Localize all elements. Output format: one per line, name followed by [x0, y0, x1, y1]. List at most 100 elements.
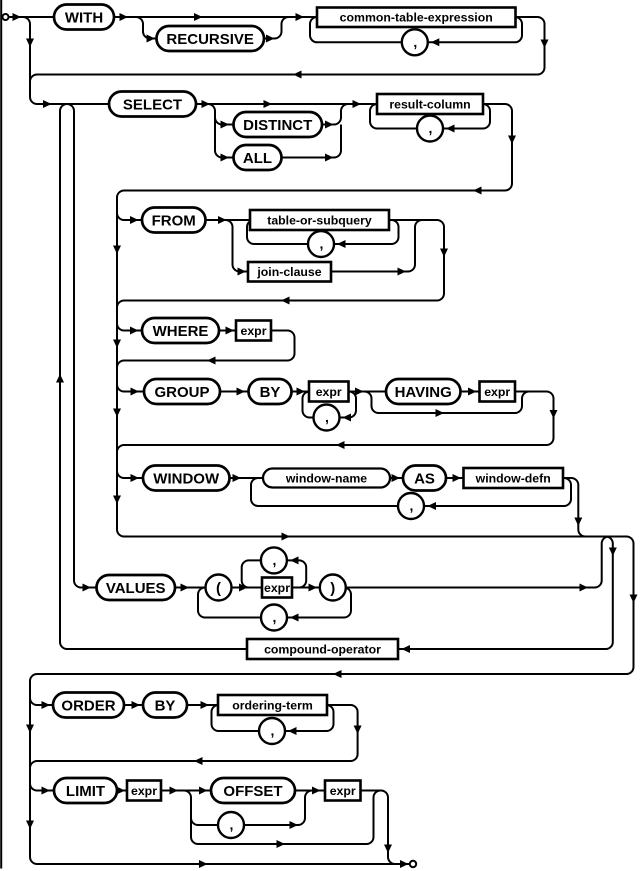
arrow-icon: [293, 70, 302, 79]
nonterminal-expr-where-label: expr: [241, 324, 267, 338]
arrow-icon: [629, 594, 638, 603]
terminal-by2-label: BY: [155, 697, 176, 714]
arrow-icon: [290, 613, 299, 622]
nonterminal-join-clause-label: join-clause: [256, 265, 321, 279]
arrow-icon: [41, 786, 50, 795]
arrow-icon: [574, 517, 583, 526]
arrow-icon: [401, 645, 410, 653]
arrow-icon: [608, 547, 617, 556]
arrow-icon: [26, 38, 34, 47]
nonterminal-expr-values-label: expr: [264, 581, 290, 595]
terminal-as: [401, 464, 448, 492]
rail-window-exit: [563, 477, 586, 538]
terminal-from-label: FROM: [152, 212, 196, 229]
arrow-icon: [281, 532, 290, 541]
rail-join-merge: [331, 219, 423, 273]
arrow-icon: [353, 725, 362, 734]
comma-circle-result: [415, 114, 445, 143]
terminal-with: [52, 3, 116, 31]
arrow-icon: [113, 408, 121, 417]
nonterminal-expr-limit-label: expr: [131, 784, 157, 798]
terminal-offset-label: OFFSET: [223, 783, 282, 800]
terminal-group-label: GROUP: [154, 384, 209, 401]
literal-circles: , , , , , , , , , ( ): [204, 28, 445, 840]
nonterminal-compound-operator: [245, 637, 400, 661]
arrow-icon: [263, 100, 272, 108]
rail-having-bypass: [364, 390, 530, 414]
terminal-recursive: [155, 24, 266, 53]
terminal-order-label: ORDER: [61, 697, 115, 714]
arrow-icon: [430, 38, 440, 47]
rail-order-branch: [29, 697, 53, 706]
nonterminal-window-name: [261, 467, 392, 489]
arrow-icon: [113, 245, 121, 254]
rparen-label: ): [330, 580, 335, 597]
rail-limit-comma-alt: [183, 789, 313, 826]
arrow-icon: [452, 474, 461, 482]
terminal-values: [95, 573, 177, 602]
comma-ordering-label: ,: [271, 723, 275, 739]
arrow-icon: [232, 474, 241, 482]
nonterminal-ordering-term-label: ordering-term: [232, 698, 313, 712]
arrow-icon: [201, 100, 210, 108]
rail-all-merge: [281, 124, 342, 159]
nonterminal-expr-group-label: expr: [316, 385, 342, 399]
terminal-order: [51, 691, 126, 719]
terminal-from: [140, 206, 207, 234]
arrow-icon: [56, 374, 64, 383]
arrow-icon: [43, 100, 52, 108]
arrow-icon: [288, 727, 297, 735]
arrow-icon: [180, 583, 189, 592]
terminal-select-label: SELECT: [123, 96, 182, 113]
rail-limit-bypass: [190, 789, 381, 845]
arrow-icon: [446, 124, 455, 133]
arrow-icon: [473, 186, 482, 195]
terminal-having-label: HAVING: [395, 384, 452, 401]
rparen-circle: [318, 573, 347, 602]
terminal-recursive-label: RECURSIVE: [166, 31, 254, 48]
arrow-icon: [508, 135, 516, 144]
arrow-icon: [199, 860, 208, 868]
arrow-icon: [236, 387, 245, 396]
nonterminal-expr-group: [307, 380, 350, 403]
nonterminal-expr-values: [260, 576, 294, 599]
nonterminal-boxes: common-table-expression result-column ta…: [125, 6, 565, 802]
arrow-icon: [355, 387, 364, 396]
nonterminal-window-defn: [462, 466, 565, 490]
arrow-icon: [325, 153, 334, 162]
rail-recursive-merge: [264, 16, 289, 40]
arrow-icon: [549, 410, 558, 419]
terminal-window: [141, 464, 231, 492]
arrow-icon: [199, 786, 208, 795]
rail-clause-spine: [116, 197, 125, 538]
arrow-icon: [400, 860, 409, 868]
nonterminal-expr-where: [234, 319, 273, 342]
terminal-with-label: WITH: [65, 9, 103, 26]
rail-join-branch: [225, 219, 248, 273]
arrow-icon: [397, 267, 406, 276]
comma-circle-values-lower: [259, 603, 289, 632]
rail-with-skip: [22, 16, 38, 105]
terminal-by2: [141, 691, 189, 719]
arrow-icon: [130, 216, 139, 224]
arrow-icon: [26, 724, 34, 733]
arrow-icon: [290, 556, 299, 565]
comma-values-lower-label: ,: [273, 609, 277, 625]
rail-from-branch: [116, 212, 142, 221]
nonterminal-expr-having: [478, 380, 517, 403]
rail-where-exit: [116, 329, 296, 368]
rail-values-row: [175, 535, 609, 589]
arrow-icon: [391, 474, 400, 482]
arrow-icon: [130, 387, 139, 396]
comma-circle-tos: [306, 229, 336, 259]
arrow-icon: [281, 296, 290, 305]
comma-window-label: ,: [410, 498, 414, 514]
nonterminal-window-defn-label: window-defn: [475, 471, 551, 485]
rail-cte-exit: [29, 16, 546, 82]
arrow-icon: [225, 326, 234, 335]
comma-circle-window: [396, 491, 426, 521]
arrow-icon: [540, 39, 549, 48]
terminal-limit: [52, 776, 119, 805]
nonterminal-result-column: [375, 92, 485, 116]
